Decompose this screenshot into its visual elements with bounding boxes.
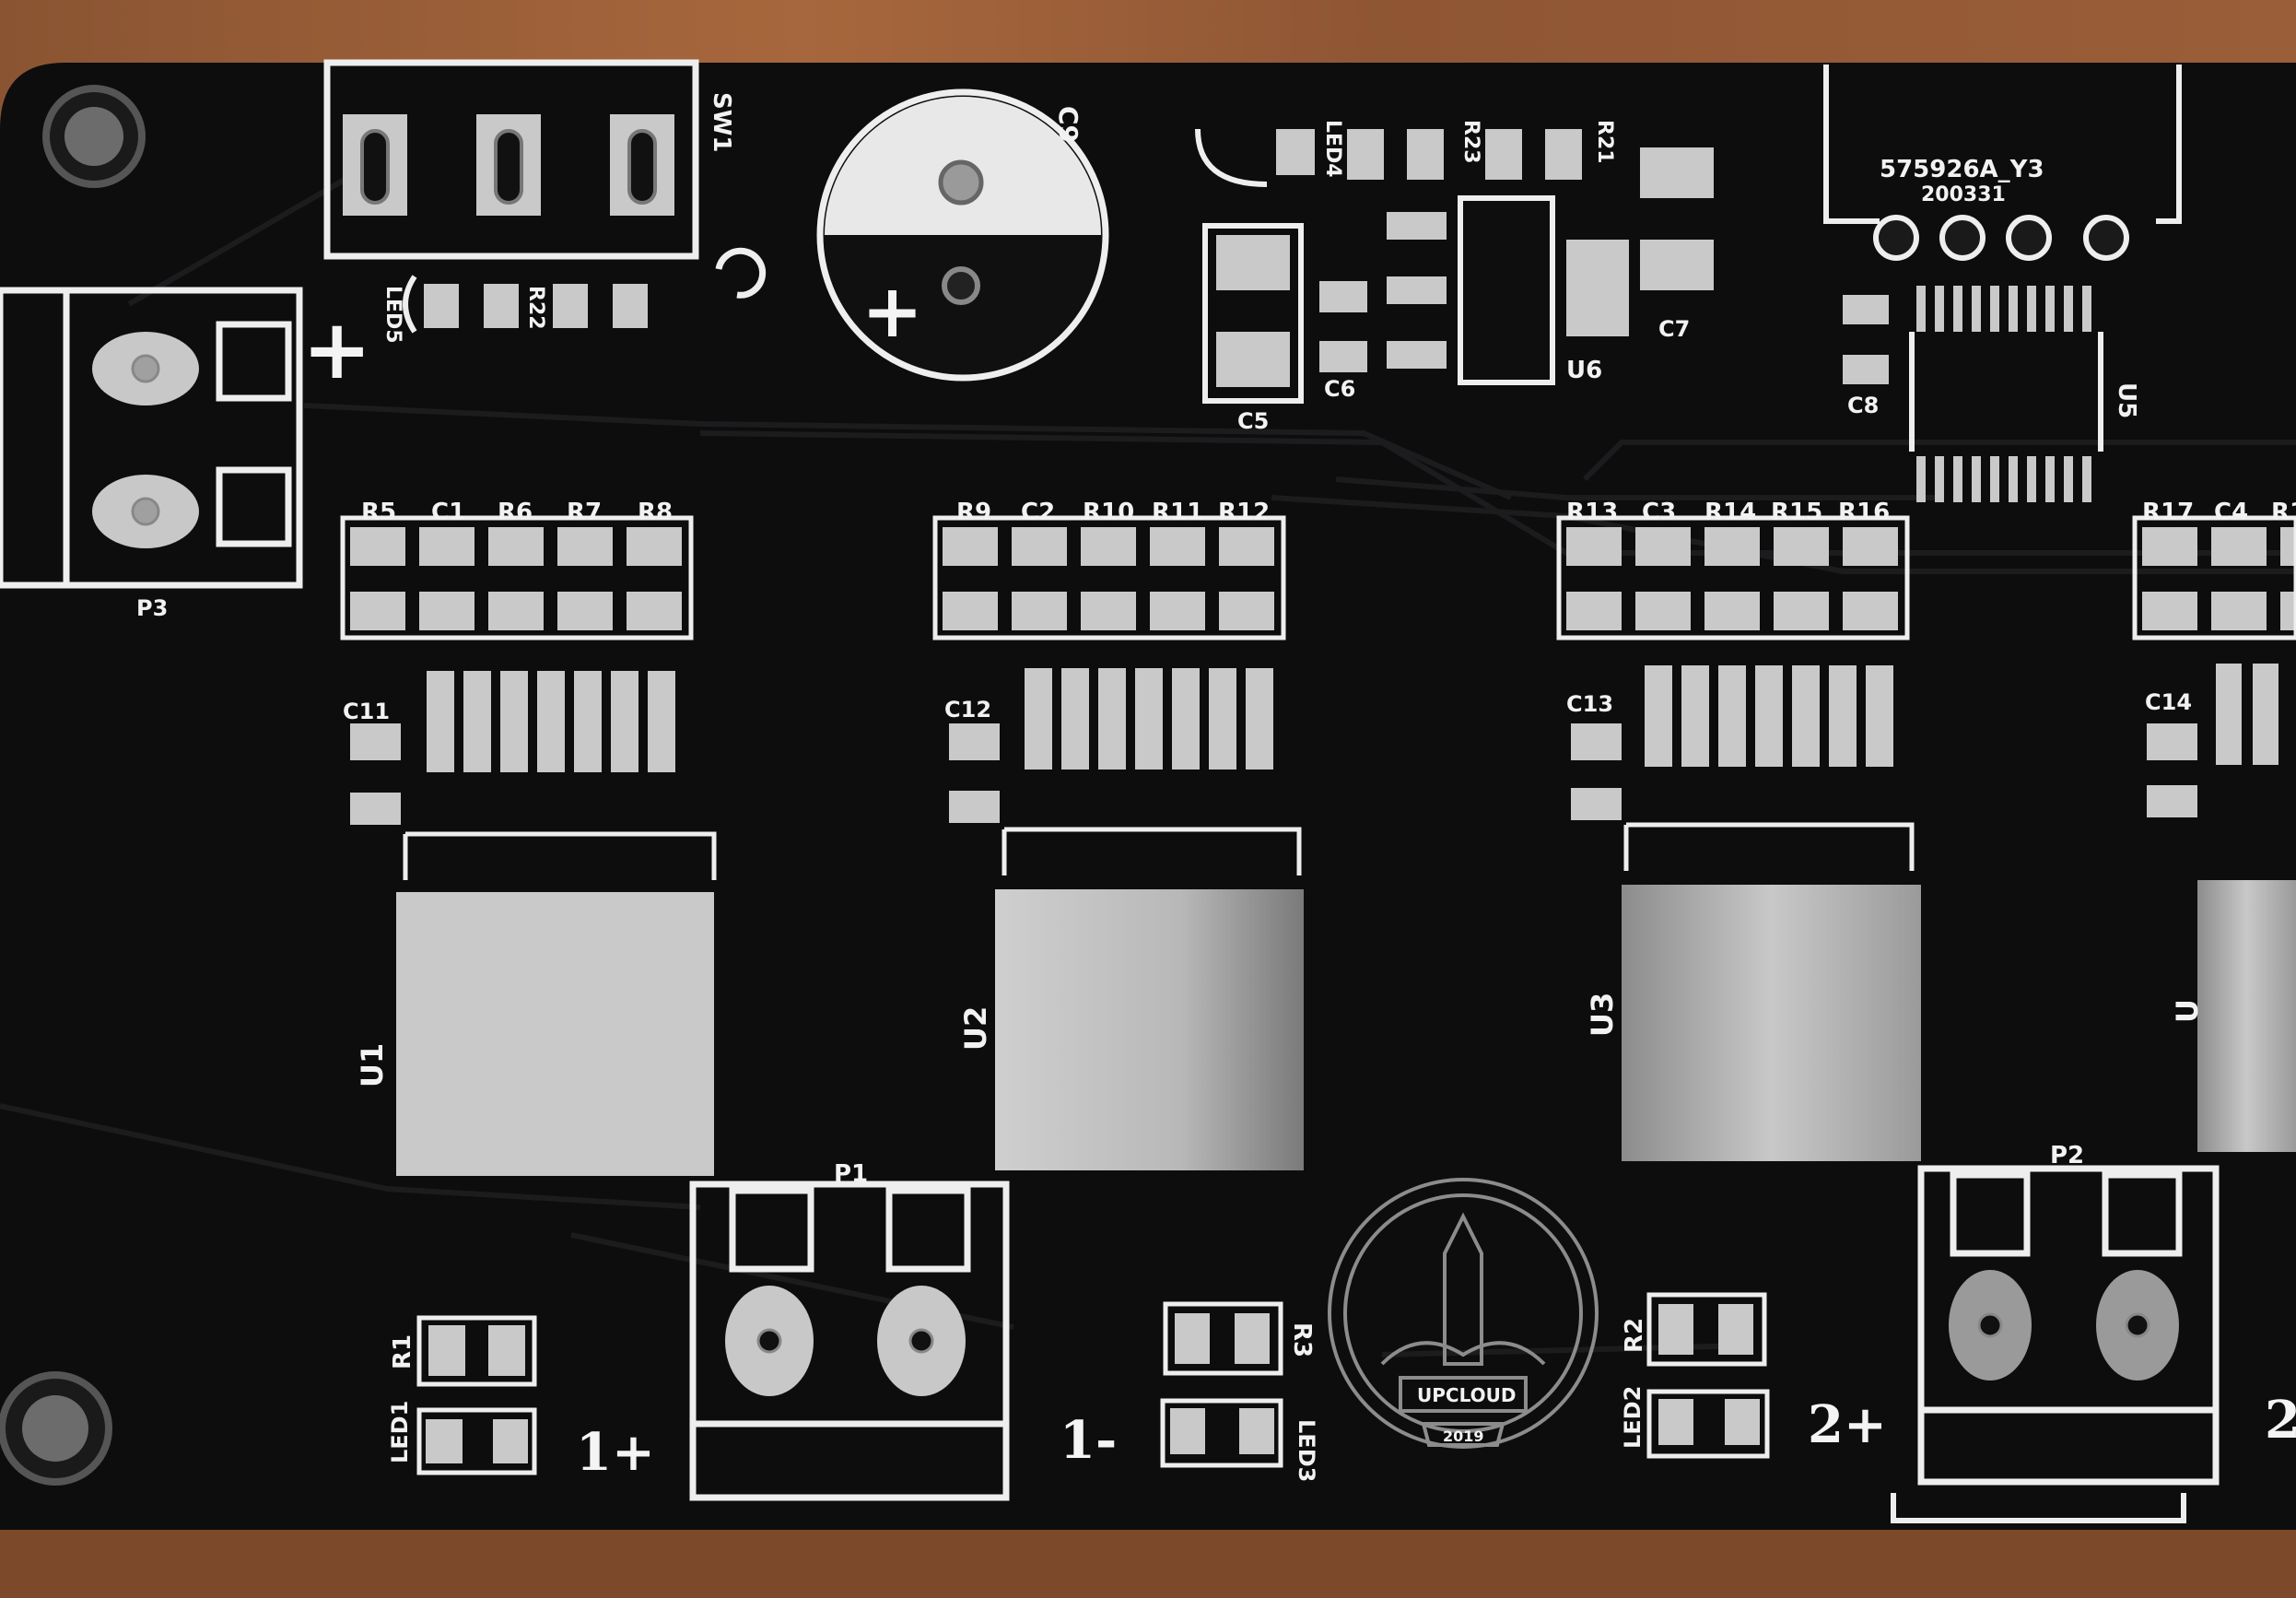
label-r3: R3 [1288, 1322, 1316, 1357]
module-575926A [1823, 65, 2182, 261]
label-u3: U3 [1585, 993, 1620, 1037]
label-r17: R17 [2142, 499, 2194, 526]
label-p2: P2 [2050, 1142, 2084, 1169]
heatsink-pad-u3 [1622, 885, 1921, 1161]
label-u5: U5 [2113, 382, 2140, 418]
label-out2-neg: 2 [2265, 1390, 2296, 1451]
label-r6: R6 [498, 499, 533, 526]
mounting-hole-bottom [0, 1371, 112, 1486]
label-led2: LED2 [1620, 1386, 1646, 1449]
upcloud-logo [1328, 1178, 1599, 1449]
label-r23: R23 [1459, 120, 1482, 164]
label-p3-plus: + [302, 300, 371, 398]
mounting-hole-top [42, 85, 146, 188]
u5-pins [1916, 286, 2091, 502]
label-p1: P1 [834, 1160, 868, 1188]
logo-year: 2019 [1443, 1428, 1484, 1445]
label-r14: R14 [1704, 499, 1756, 526]
label-r8: R8 [638, 499, 673, 526]
label-out1-neg: 1- [1060, 1410, 1117, 1471]
label-r2: R2 [1621, 1318, 1648, 1353]
label-r22: R22 [524, 286, 547, 330]
channel-1 [340, 515, 717, 1176]
label-c11: C11 [343, 699, 390, 724]
terminal-p2 [1917, 1165, 2220, 1486]
label-r7: R7 [567, 499, 602, 526]
label-c6: C6 [1324, 376, 1355, 402]
label-module-code: 575926A_Y3 [1880, 156, 2044, 183]
label-r11: R11 [1152, 499, 1203, 526]
label-out1-pos: 1+ [576, 1422, 655, 1483]
label-c14: C14 [2145, 689, 2192, 715]
label-out2-pos: 2+ [1808, 1394, 1887, 1455]
label-r21: R21 [1593, 120, 1616, 164]
channel-2 [932, 515, 1304, 1170]
label-c9: C9 [1053, 106, 1084, 143]
label-c2: C2 [1021, 499, 1055, 526]
label-c5: C5 [1237, 408, 1269, 434]
label-u4: U [2170, 999, 2205, 1023]
channel-3 [1556, 515, 1921, 1161]
label-c9-plus: + [861, 267, 923, 354]
label-c13: C13 [1566, 691, 1613, 717]
terminal-p1 [689, 1181, 1010, 1501]
heatsink-pad-u1 [396, 892, 714, 1176]
label-c12: C12 [944, 697, 991, 723]
channel-4 [2132, 515, 2296, 1152]
logo-text: UPCLOUD [1417, 1384, 1516, 1406]
capacitor-c9 [816, 88, 1109, 382]
label-led3: LED3 [1294, 1419, 1319, 1482]
label-c8: C8 [1847, 393, 1879, 418]
label-u2: U2 [958, 1006, 993, 1051]
label-module-date: 200331 [1921, 183, 2006, 206]
label-c3: C3 [1642, 499, 1676, 526]
switch-sw1 [323, 59, 767, 299]
label-r12: R12 [1218, 499, 1270, 526]
label-r15: R15 [1771, 499, 1822, 526]
label-led4: LED4 [1321, 120, 1344, 178]
label-r5: R5 [361, 499, 396, 526]
label-c4: C4 [2214, 499, 2248, 526]
terminal-p3 [0, 287, 303, 589]
label-sw1: SW1 [708, 92, 735, 153]
top-smd-pads [424, 129, 1889, 387]
label-p3: P3 [136, 595, 168, 621]
label-r16: R16 [1838, 499, 1890, 526]
label-c7: C7 [1658, 316, 1690, 342]
label-c1: C1 [431, 499, 465, 526]
bottom-smd-pads [426, 1304, 1760, 1463]
label-u6: U6 [1566, 357, 1602, 384]
heatsink-pad-u2 [995, 889, 1304, 1170]
label-r9: R9 [956, 499, 991, 526]
heatsink-pad-u4 [2197, 880, 2296, 1152]
label-r10: R10 [1083, 499, 1134, 526]
label-r13: R13 [1566, 499, 1618, 526]
label-led1: LED1 [387, 1401, 413, 1463]
label-r1x: R1 [2271, 499, 2296, 526]
label-r1: R1 [389, 1334, 416, 1369]
label-u1: U1 [355, 1043, 390, 1087]
label-led5: LED5 [381, 286, 404, 344]
